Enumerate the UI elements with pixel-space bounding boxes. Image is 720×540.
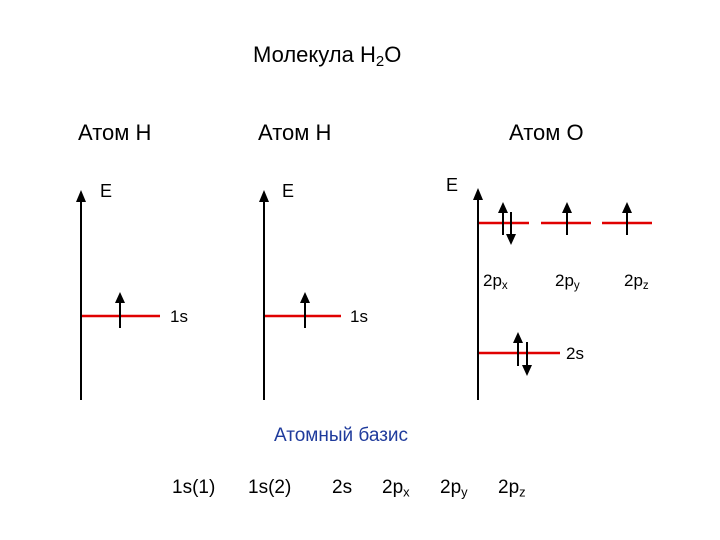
basis-item-2py: 2py [440,477,468,500]
energy-label-h2: E [282,181,295,201]
basis-item-2py-main: 2p [440,477,462,498]
basis-item-2px: 2px [382,477,410,500]
basis-item-1s1-main: 1s(1) [172,477,216,498]
energy-axis-o [473,188,483,400]
orbital-label-2py-sub: y [573,280,580,293]
arrow-up-icon [473,188,483,200]
basis-item-1s1: 1s(1) [172,478,215,497]
basis-item-1s2-main: 1s(2) [248,477,292,498]
orbital-label-2pz-main: 2p [624,271,643,290]
orbital-label-2py-main: 2p [555,271,574,290]
energy-label-h1: E [100,181,113,201]
orbital-label-2px-main: 2p [483,271,502,290]
orbital-label-2pz-sub: z [642,280,649,293]
basis-item-2pz-sub: z [519,484,526,500]
basis-title: Атомный базис [274,425,409,446]
spin-pair-arrows-icon [498,202,516,245]
orbital-label-2px-sub: x [501,280,508,293]
spin-pair-arrows-icon [513,332,532,376]
title-prefix: Молекула H [253,42,376,67]
atom-h2-label: Атом H [258,120,332,145]
atom-o-label: Атом O [509,120,584,145]
orbital-label-h1-1s: 1s [170,307,188,326]
basis-item-2px-sub: x [403,484,410,500]
basis-item-2py-sub: y [461,484,468,500]
orbital-label-h2-1s: 1s [350,307,368,326]
arrow-up-icon [259,190,269,202]
basis-item-2px-main: 2p [382,477,404,498]
basis-item-2s-main: 2s [332,477,353,498]
title-suffix: O [384,42,402,67]
basis-item-2pz-main: 2p [498,477,520,498]
spin-up-arrow-icon [562,202,572,235]
energy-axis-h2 [259,190,269,400]
energy-label-o: E [446,175,459,195]
atom-h1-label: Атом H [78,120,152,145]
basis-item-2pz: 2pz [498,477,526,500]
orbital-label-2pz: 2pz [624,271,649,293]
energy-axis-h1 [76,190,86,400]
orbital-label-2py: 2py [555,271,580,293]
orbital-label-2s: 2s [566,344,584,363]
basis-item-1s2: 1s(2) [248,478,291,497]
page-title: Молекула H2O [253,42,402,70]
spin-up-arrow-icon [300,292,310,328]
spin-up-arrow-icon [115,292,125,328]
basis-item-2s: 2s [332,478,352,497]
arrow-up-icon [76,190,86,202]
title-subscript: 2 [375,53,385,71]
spin-up-arrow-icon [622,202,632,235]
orbital-label-2px: 2px [483,271,508,293]
